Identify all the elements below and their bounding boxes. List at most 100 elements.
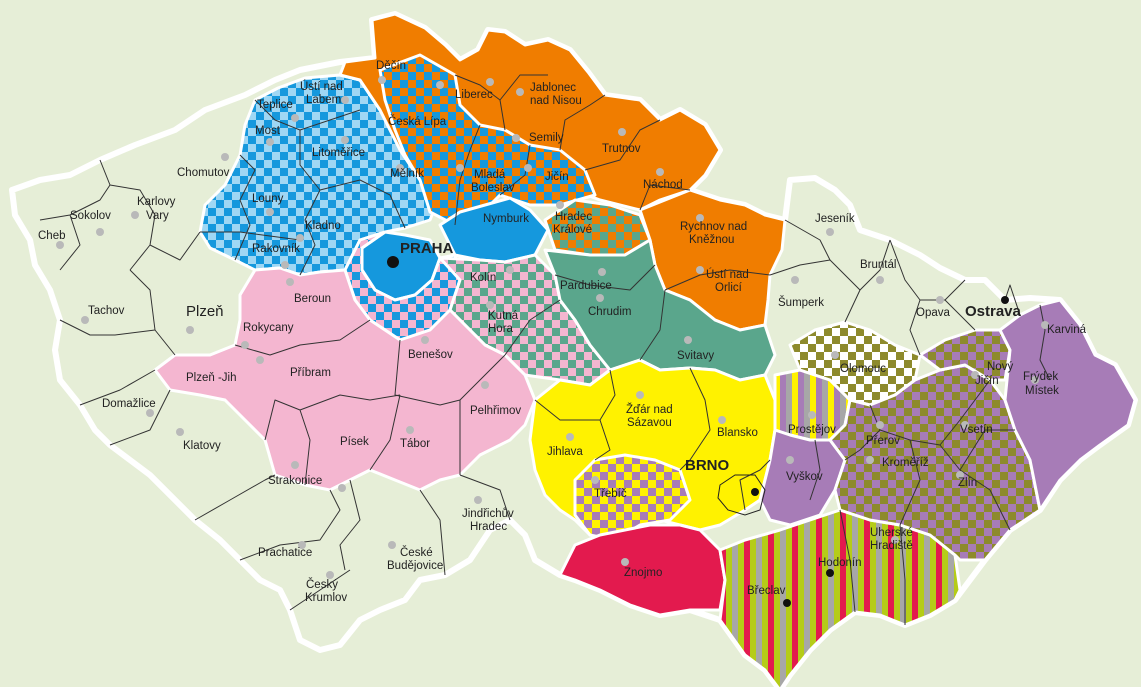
label-tabor: Tábor: [400, 438, 430, 450]
region-zlin[interactable]: [828, 363, 1042, 562]
district-borders: [39, 74, 1051, 625]
label-praha: PRAHA: [400, 240, 454, 257]
breclav-marker: [783, 599, 791, 607]
label-uh-1: Uherské: [870, 527, 913, 539]
label-kolin: Kolín: [470, 272, 496, 284]
label-karlovy-2: Vary: [146, 210, 169, 222]
label-karvina: Karviná: [1047, 324, 1087, 336]
label-usti-orlici-2: Orlicí: [715, 282, 743, 294]
label-chrudim: Chrudim: [588, 306, 631, 318]
label-novy-jicin-1: Nový: [987, 361, 1013, 373]
label-cb-1: České: [400, 546, 433, 559]
label-ck-2: Krumlov: [305, 592, 347, 604]
label-jicin: Jičín: [545, 171, 569, 183]
label-trutnov: Trutnov: [602, 143, 641, 155]
label-ck-1: Český: [306, 578, 338, 591]
label-frydek-1: Frýdek: [1023, 371, 1058, 383]
label-ostrava: Ostrava: [965, 303, 1022, 320]
label-teplice: Teplice: [257, 99, 293, 111]
label-pribram: Příbram: [290, 367, 331, 379]
label-vsetin: Vsetín: [960, 424, 993, 436]
label-trebic: Třebíč: [594, 488, 627, 500]
label-pelhrimov: Pelhřimov: [470, 405, 521, 417]
label-sumperk: Šumperk: [778, 296, 824, 309]
label-sokolov: Sokolov: [70, 210, 111, 222]
label-prachatice: Prachatice: [258, 547, 312, 559]
label-semily: Semily: [529, 132, 564, 144]
label-strakonice: Strakonice: [268, 475, 322, 487]
label-frydek-2: Místek: [1025, 385, 1059, 397]
label-cheb: Cheb: [38, 230, 66, 242]
label-karlovy-1: Karlovy: [137, 196, 176, 208]
label-melnik: Mělník: [390, 168, 424, 180]
label-plzen: Plzeň: [186, 303, 224, 320]
label-svitavy: Svitavy: [677, 350, 714, 362]
label-zdar-1: Žďár nad: [626, 403, 673, 416]
label-rychnov-2: Kněžnou: [689, 234, 734, 246]
district-markers: [56, 76, 1049, 579]
label-benesov: Benešov: [408, 349, 453, 361]
label-jesenik: Jeseník: [815, 213, 855, 225]
label-ceska-lipa: Česká Lípa: [388, 115, 447, 128]
label-kutna-1: Kutná: [488, 310, 519, 322]
label-olomouc: Olomouc: [840, 363, 886, 375]
label-decin: Děčín: [376, 60, 406, 72]
region-south-striped[interactable]: [718, 508, 962, 687]
label-mlada-2: Boleslav: [471, 182, 515, 194]
label-kladno: Kladno: [305, 220, 341, 232]
region-trebic[interactable]: [573, 453, 692, 542]
label-prerov: Přerov: [866, 435, 900, 447]
label-hodonin: Hodonín: [818, 557, 861, 569]
label-zdar-2: Sázavou: [627, 417, 672, 429]
label-liberec: Liberec: [455, 89, 493, 101]
label-pardubice: Pardubice: [560, 280, 612, 292]
hodonin-marker: [826, 569, 834, 577]
label-plzen-jih: Plzeň -Jih: [186, 372, 237, 384]
praha-marker: [387, 256, 399, 268]
label-usti-1: Ústí nad: [300, 80, 343, 93]
label-jablonec-1: Jablonec: [530, 82, 576, 94]
label-usti-2: Labem: [306, 94, 341, 106]
district-labels: Děčín Ústí nad Labem Teplice Most Chomut…: [38, 60, 1087, 604]
label-pisek: Písek: [340, 436, 369, 448]
label-jindrichuv-2: Hradec: [470, 521, 507, 533]
label-chomutov: Chomutov: [177, 167, 230, 179]
label-kromeriz: Kroměříž: [882, 457, 929, 469]
label-novy-jicin-2: Jičín: [975, 375, 999, 387]
label-hradec-1: Hradec: [555, 211, 592, 223]
brno-city-outline: [717, 474, 766, 516]
brno-marker: [751, 488, 759, 496]
label-rakovnik: Rakovník: [252, 243, 300, 255]
label-beroun: Beroun: [294, 293, 331, 305]
label-hradec-2: Králové: [553, 224, 592, 236]
label-mlada-1: Mladá: [474, 169, 506, 181]
label-tachov: Tachov: [88, 305, 125, 317]
label-prostejov: Prostějov: [788, 424, 836, 436]
label-uh-2: Hradiště: [870, 540, 913, 552]
label-nymburk: Nymburk: [483, 213, 529, 225]
label-jablonec-2: nad Nisou: [530, 95, 582, 107]
label-jihlava: Jihlava: [547, 446, 583, 458]
label-opava: Opava: [916, 307, 950, 319]
region-frydek[interactable]: [998, 298, 1137, 512]
label-litomerice: Litoměřice: [312, 147, 365, 159]
label-vyskov: Vyškov: [786, 471, 823, 483]
label-brno: BRNO: [685, 457, 729, 474]
label-bruntal: Bruntál: [860, 259, 896, 271]
label-klatovy: Klatovy: [183, 440, 221, 452]
label-zlin: Zlín: [958, 477, 977, 489]
label-rokycany: Rokycany: [243, 322, 294, 334]
label-jindrichuv-1: Jindřichův: [462, 508, 514, 520]
label-louny: Louny: [252, 193, 284, 205]
label-most: Most: [255, 125, 281, 137]
ostrava-marker: [1001, 296, 1009, 304]
label-nachod: Náchod: [643, 179, 683, 191]
label-znojmo: Znojmo: [624, 567, 662, 579]
label-kutna-2: Hora: [488, 323, 514, 335]
label-breclav: Břeclav: [747, 585, 786, 597]
label-blansko: Blansko: [717, 427, 758, 439]
label-domazlice: Domažlice: [102, 398, 156, 410]
label-usti-orlici-1: Ústí nad: [706, 268, 749, 281]
label-rychnov-1: Rychnov nad: [680, 221, 747, 233]
